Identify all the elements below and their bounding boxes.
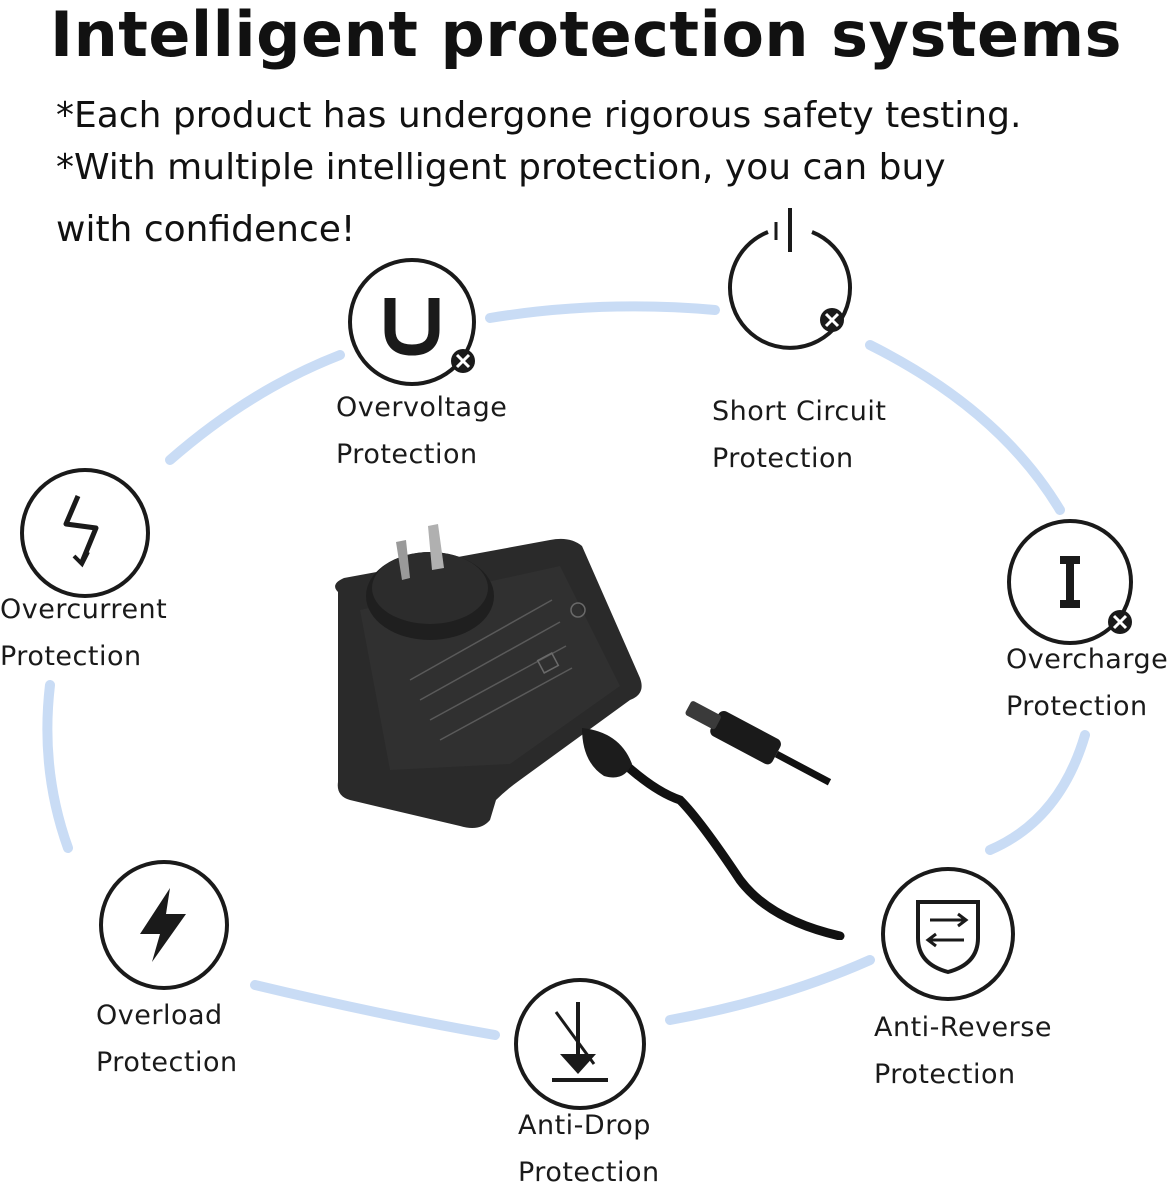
feature-overvoltage-line2: Protection	[336, 439, 478, 470]
feature-overcurrent-line1: Overcurrent	[0, 594, 168, 625]
subtitle-line-2: *With multiple intelligent protection, y…	[56, 147, 946, 188]
feature-anti-drop-line1: Anti-Drop	[518, 1110, 651, 1141]
drop-arrow-icon	[514, 978, 646, 1110]
feature-anti-reverse-line2: Protection	[874, 1059, 1016, 1090]
feature-short-circuit-line1: Short Circuit	[712, 396, 887, 427]
feature-overvoltage-line1: Overvoltage	[336, 392, 508, 423]
page-title: Intelligent protection systems	[50, 0, 1123, 71]
feature-overcharge: Overcharge Protection	[1006, 636, 1168, 730]
feature-short-circuit: Short Circuit Protection	[712, 388, 886, 482]
feature-anti-drop-line2: Protection	[518, 1157, 660, 1188]
letter-u-x-icon	[348, 258, 476, 386]
feature-anti-reverse-line1: Anti-Reverse	[874, 1012, 1052, 1043]
feature-overload-line2: Protection	[96, 1047, 238, 1078]
power-x-icon	[728, 208, 852, 350]
feature-overcurrent: Overcurrent Protection	[0, 586, 167, 680]
feature-anti-drop: Anti-Drop Protection	[518, 1102, 660, 1196]
feature-overcurrent-line2: Protection	[0, 641, 142, 672]
feature-overvoltage: Overvoltage Protection	[336, 384, 507, 478]
feature-short-circuit-line2: Protection	[712, 443, 854, 474]
feature-overcharge-line2: Protection	[1006, 691, 1148, 722]
subtitle-line-3: with confidence!	[56, 209, 356, 250]
lightning-bolt-icon	[99, 860, 229, 990]
zigzag-current-icon	[20, 468, 150, 598]
feature-overload: Overload Protection	[96, 992, 238, 1086]
subtitle-line-1: *Each product has undergone rigorous saf…	[56, 95, 1022, 136]
feature-overcharge-line1: Overcharge	[1006, 644, 1169, 675]
power-adapter-image	[335, 524, 845, 940]
feature-overload-line1: Overload	[96, 1000, 223, 1031]
dc-barrel-plug	[685, 701, 832, 786]
ac-plug	[366, 524, 494, 640]
shield-arrows-icon	[881, 867, 1015, 1001]
feature-anti-reverse: Anti-Reverse Protection	[874, 1004, 1052, 1098]
letter-i-x-icon	[1007, 519, 1133, 645]
